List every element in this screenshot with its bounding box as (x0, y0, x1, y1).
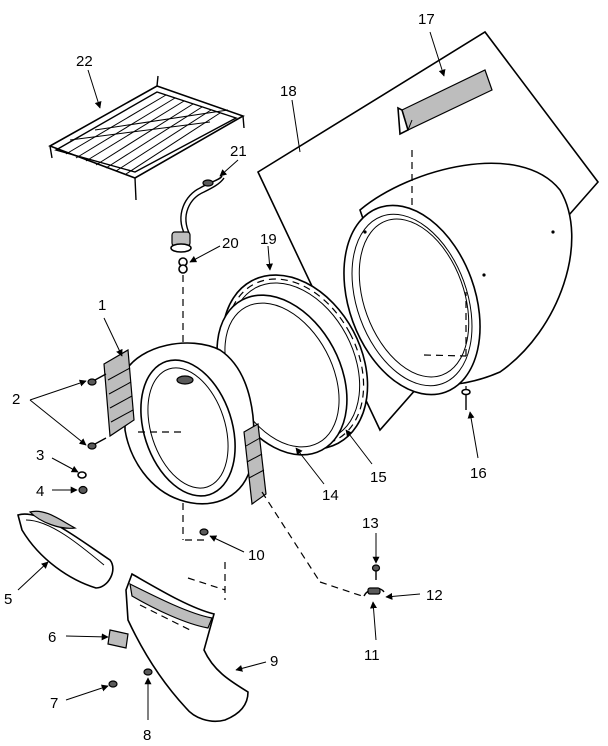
callout-12: 12 (426, 587, 443, 604)
drying-rack (48, 75, 245, 201)
callout-17: 17 (418, 11, 435, 28)
light-socket-harness (170, 175, 225, 253)
light-lens (397, 69, 493, 136)
callout-6: 6 (48, 629, 56, 646)
screw-16 (461, 388, 471, 410)
callout-19: 19 (260, 231, 277, 248)
door-handle (17, 510, 114, 589)
callout-10: 10 (248, 547, 265, 564)
screw-10 (199, 528, 209, 536)
callout-8: 8 (143, 727, 151, 744)
callout-15: 15 (370, 469, 387, 486)
callout-4: 4 (36, 483, 44, 500)
callout-14: 14 (322, 487, 339, 504)
screw-4 (78, 485, 88, 495)
callout-5: 5 (4, 591, 12, 608)
screw-7 (108, 680, 118, 688)
callout-22: 22 (76, 53, 93, 70)
callout-13: 13 (362, 515, 379, 532)
front-bulkhead (103, 342, 267, 506)
screw-8 (143, 668, 153, 676)
screw-13 (371, 564, 381, 580)
toe-panel (125, 572, 249, 723)
callout-7: 7 (50, 695, 58, 712)
clip-6 (107, 629, 129, 649)
callout-18: 18 (280, 83, 297, 100)
leader-lines (17, 31, 479, 720)
callout-16: 16 (470, 465, 487, 482)
washer-3 (77, 471, 87, 479)
callout-3: 3 (36, 447, 44, 464)
callout-11: 11 (364, 647, 380, 664)
callout-labels: 1 2 3 4 5 6 7 8 9 10 11 12 13 14 15 16 1… (4, 11, 487, 744)
callout-20: 20 (222, 235, 239, 252)
callout-1: 1 (98, 297, 106, 314)
callout-9: 9 (270, 653, 278, 670)
callout-21: 21 (230, 143, 247, 160)
light-bulb (178, 257, 188, 274)
door-catch (363, 587, 385, 597)
callout-2: 2 (12, 391, 20, 408)
screws-2 (87, 373, 107, 450)
